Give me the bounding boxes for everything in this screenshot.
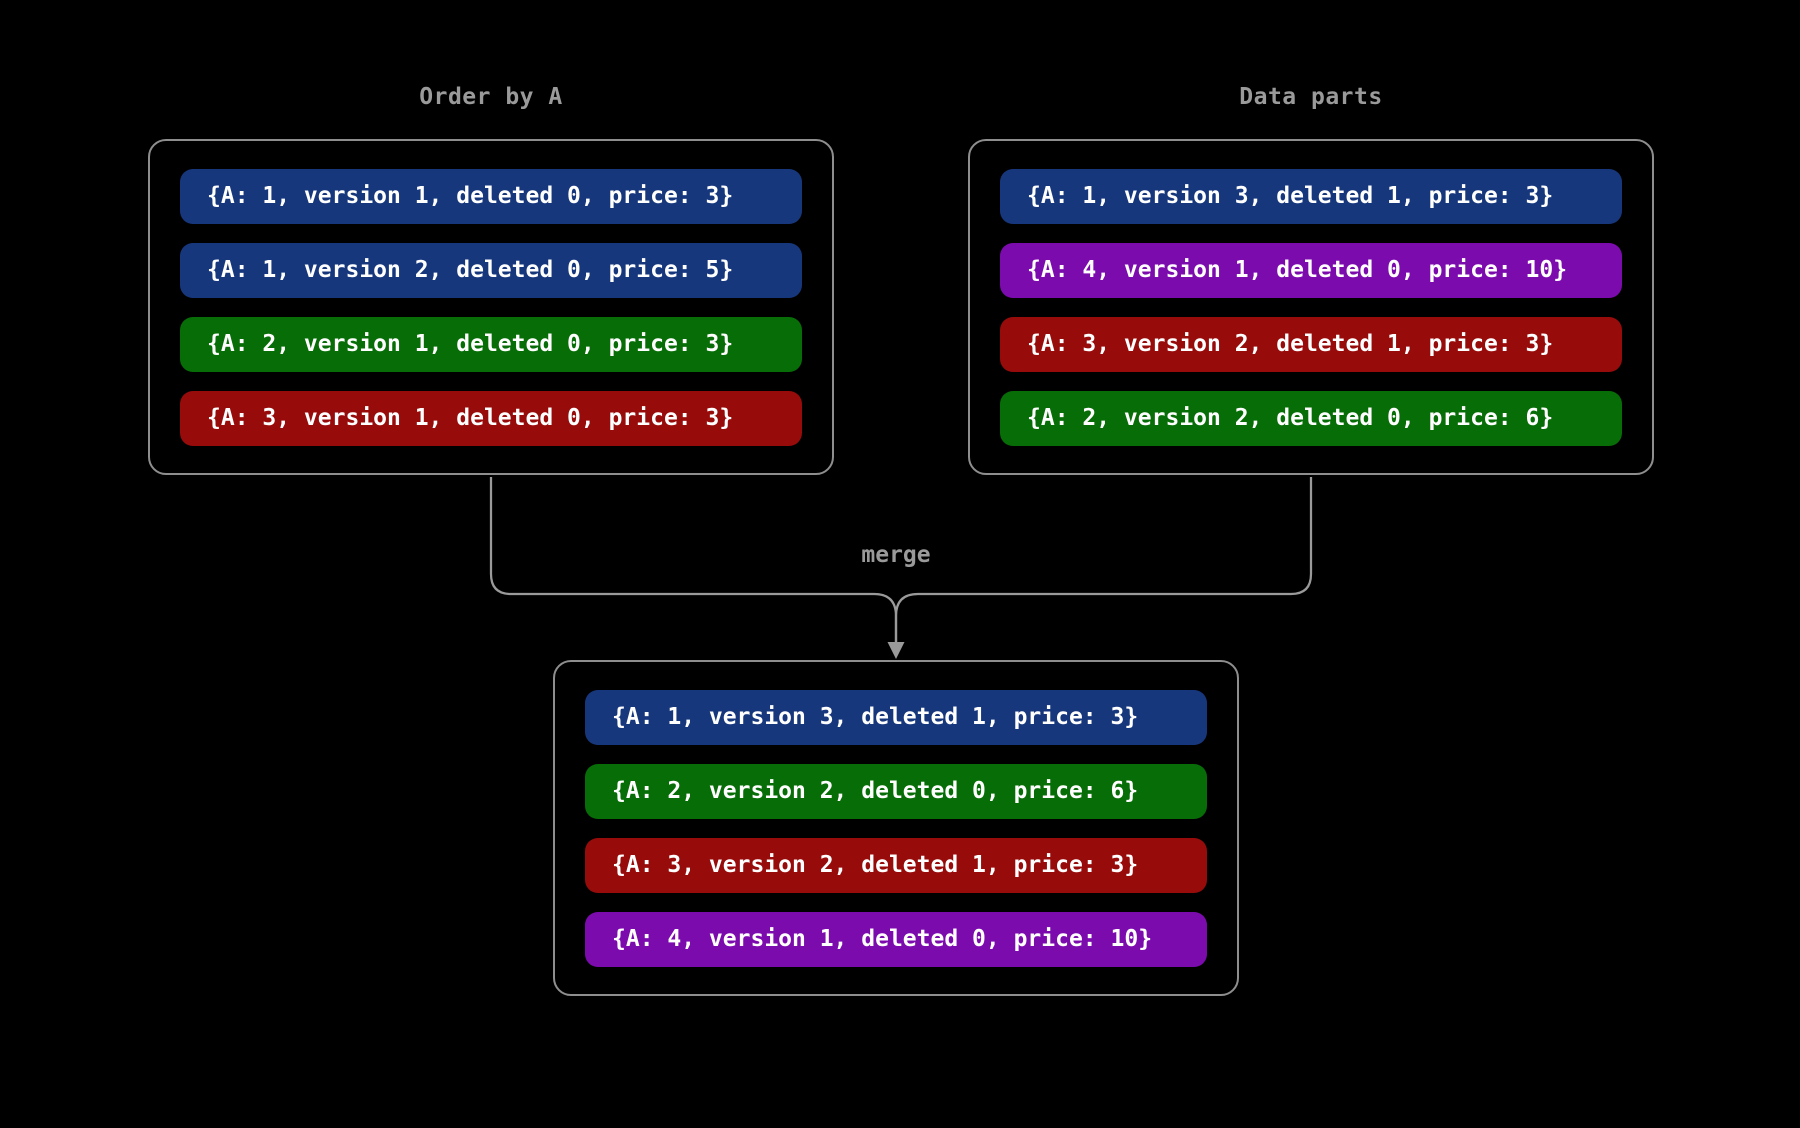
- data-row: {A: 1, version 1, deleted 0, price: 3}: [180, 168, 802, 224]
- data-row: {A: 4, version 1, deleted 0, price: 10}: [585, 911, 1207, 967]
- data-parts-title: Data parts: [1239, 84, 1383, 110]
- data-row: {A: 4, version 1, deleted 0, price: 10}: [1000, 242, 1622, 298]
- data-row: {A: 1, version 3, deleted 1, price: 3}: [585, 689, 1207, 745]
- data-row: {A: 1, version 3, deleted 1, price: 3}: [1000, 168, 1622, 224]
- arrow-down-icon: [887, 642, 905, 659]
- merged-result-box: {A: 1, version 3, deleted 1, price: 3} {…: [553, 660, 1239, 996]
- merge-label: merge: [861, 542, 931, 568]
- data-row: {A: 3, version 2, deleted 1, price: 3}: [585, 837, 1207, 893]
- data-row: {A: 1, version 2, deleted 0, price: 5}: [180, 242, 802, 298]
- data-row: {A: 2, version 1, deleted 0, price: 3}: [180, 316, 802, 372]
- data-row: {A: 3, version 2, deleted 1, price: 3}: [1000, 316, 1622, 372]
- data-parts-box: {A: 1, version 3, deleted 1, price: 3} {…: [968, 139, 1654, 475]
- data-row: {A: 2, version 2, deleted 0, price: 6}: [1000, 390, 1622, 446]
- data-row: {A: 3, version 1, deleted 0, price: 3}: [180, 390, 802, 446]
- data-row: {A: 2, version 2, deleted 0, price: 6}: [585, 763, 1207, 819]
- order-by-a-title: Order by A: [419, 84, 563, 110]
- order-by-a-box: {A: 1, version 1, deleted 0, price: 3} {…: [148, 139, 834, 475]
